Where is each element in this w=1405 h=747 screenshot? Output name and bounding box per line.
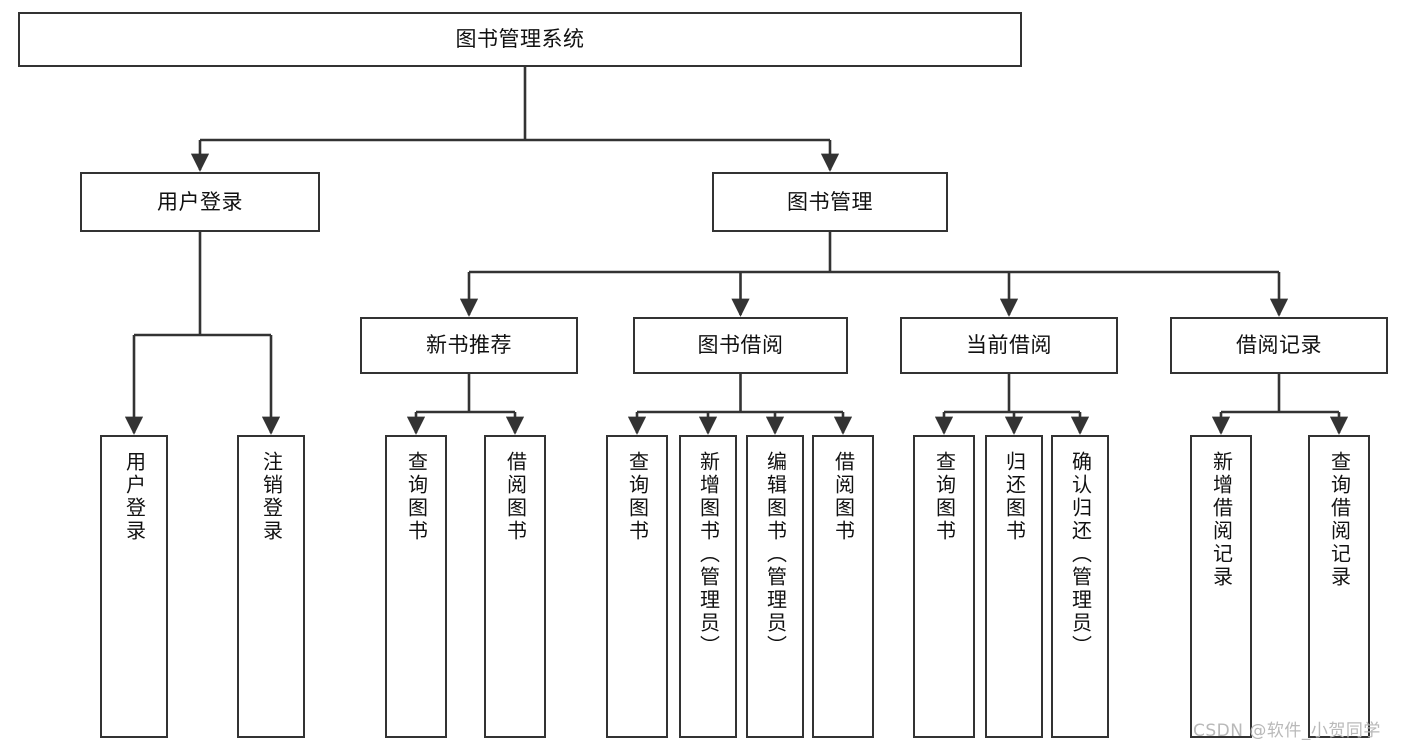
leaf-return-books[interactable]: 归还图书: [985, 435, 1043, 738]
leaf-query-books-recommend-label: 查询图书: [404, 451, 429, 543]
node-borrow-records[interactable]: 借阅记录: [1170, 317, 1388, 374]
watermark: CSDN @软件_小贺同学: [1193, 721, 1381, 741]
node-current-borrowing[interactable]: 当前借阅: [900, 317, 1118, 374]
leaf-query-books-current-label: 查询图书: [932, 451, 957, 543]
node-root-label: 图书管理系统: [455, 27, 585, 52]
leaf-borrow-books-borrowing-label: 借阅图书: [831, 451, 856, 543]
node-book-borrowing-label: 图书借阅: [697, 333, 784, 358]
node-user-login[interactable]: 用户登录: [80, 172, 320, 232]
node-user-login-label: 用户登录: [157, 189, 243, 214]
node-current-borrowing-label: 当前借阅: [966, 333, 1052, 358]
leaf-add-book-admin-label: 新增图书（管理员）: [696, 451, 721, 658]
leaf-add-borrow-record[interactable]: 新增借阅记录: [1190, 435, 1252, 738]
leaf-user-login-label: 用户登录: [122, 451, 147, 543]
node-book-management-label: 图书管理: [787, 189, 873, 214]
node-new-book-recommendation-label: 新书推荐: [426, 333, 512, 358]
node-book-borrowing[interactable]: 图书借阅: [633, 317, 848, 374]
leaf-confirm-return-admin[interactable]: 确认归还（管理员）: [1051, 435, 1109, 738]
leaf-borrow-books-recommend[interactable]: 借阅图书: [484, 435, 546, 738]
leaf-borrow-books-borrowing[interactable]: 借阅图书: [812, 435, 874, 738]
leaf-logout-label: 注销登录: [259, 451, 284, 543]
node-new-book-recommendation[interactable]: 新书推荐: [360, 317, 578, 374]
leaf-return-books-label: 归还图书: [1002, 451, 1027, 543]
leaf-user-login[interactable]: 用户登录: [100, 435, 168, 738]
leaf-query-books-recommend[interactable]: 查询图书: [385, 435, 447, 738]
leaf-query-borrow-record-label: 查询借阅记录: [1327, 451, 1352, 589]
leaf-edit-book-admin[interactable]: 编辑图书（管理员）: [746, 435, 804, 738]
leaf-add-book-admin[interactable]: 新增图书（管理员）: [679, 435, 737, 738]
node-book-management[interactable]: 图书管理: [712, 172, 948, 232]
leaf-borrow-books-recommend-label: 借阅图书: [503, 451, 528, 543]
leaf-query-books-current[interactable]: 查询图书: [913, 435, 975, 738]
leaf-add-borrow-record-label: 新增借阅记录: [1209, 451, 1234, 589]
node-root[interactable]: 图书管理系统: [18, 12, 1022, 67]
node-borrow-records-label: 借阅记录: [1236, 333, 1322, 358]
leaf-edit-book-admin-label: 编辑图书（管理员）: [763, 451, 788, 658]
leaf-confirm-return-admin-label: 确认归还（管理员）: [1068, 451, 1093, 658]
leaf-query-borrow-record[interactable]: 查询借阅记录: [1308, 435, 1370, 738]
leaf-logout[interactable]: 注销登录: [237, 435, 305, 738]
leaf-query-books-borrowing-label: 查询图书: [625, 451, 650, 543]
leaf-query-books-borrowing[interactable]: 查询图书: [606, 435, 668, 738]
